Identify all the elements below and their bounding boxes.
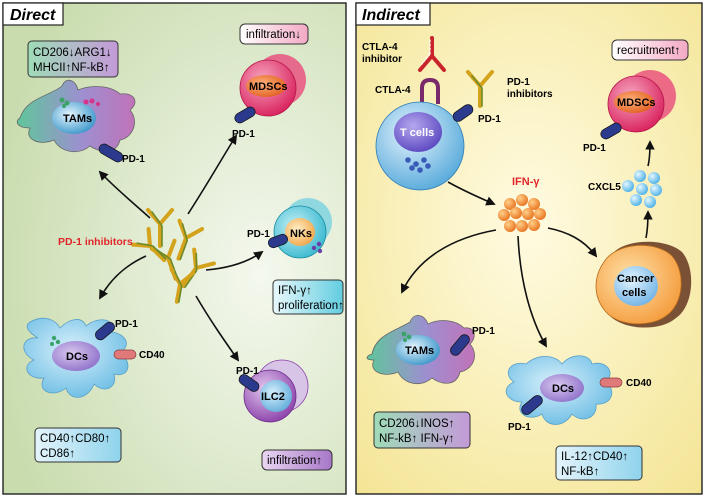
dcs-cd40-label-indirect: CD40 [626,378,652,389]
pd1-antibody-cluster [131,208,216,304]
tams-effect-line1-indirect: CD206↓INOS↑ [379,418,454,430]
dcs-pd1-label-indirect: PD-1 [508,422,531,433]
arrow-ifn-to-cancer [547,227,598,258]
arrow-to-nks [205,250,264,271]
dcs-pd1-label-direct: PD-1 [115,319,138,330]
recruitment-text: recruitment↑ [617,45,680,57]
pd1-inhibitors-label-line1: PD-1 [507,77,530,88]
nks-cell [273,198,332,259]
ctla4-label: CTLA-4 [375,85,411,96]
mdscs-infiltration-box [239,23,309,45]
nks-effect-line2: proliferation↑ [278,300,344,312]
tams-effect-line2-indirect: NF-kB↑ IFN-γ↑ [379,433,454,445]
dcs-pd1-receptor-direct [95,321,115,341]
tams-effect-line2: MHCII↑NF-kB↑ [33,62,110,74]
dcs-effect-box-indirect [555,445,643,481]
tams-pd1-receptor-indirect [450,334,470,356]
mdscs-pd1-label: PD-1 [232,129,255,140]
mdscs-cell [239,54,306,117]
arrow-tcell-to-ifn [447,181,496,206]
dcs-label-direct: DCs [66,351,88,363]
mdscs-label-indirect: MDSCs [617,97,656,109]
mdscs-pd1-receptor-indirect [600,122,622,140]
tams-pd1-label: PD-1 [122,154,145,165]
dcs-label-indirect: DCs [552,383,574,395]
ilc2-label: ILC2 [261,391,285,403]
recruitment-box [611,39,689,61]
dcs-pd1-receptor-indirect [521,395,543,415]
ifn-gamma-label: IFN-γ [512,176,540,188]
cancer-cells [595,241,692,328]
dcs-effect-box-direct [34,427,122,463]
tams-label: TAMs [63,113,92,125]
mdscs-pd1-label-indirect: PD-1 [583,143,606,154]
ilc2-cell [243,359,309,423]
arrow-cancer-to-cxcl5 [643,210,653,239]
ctla4-inhibitor-antibody [418,36,446,72]
arrow-to-dcs [99,255,147,300]
t-cell-pd1-label: PD-1 [478,114,501,125]
mdscs-infiltration-text: infiltration↓ [246,29,301,41]
dcs-effect-line1-direct: CD40↑CD80↑ [40,433,110,445]
tams-effect-box [27,40,119,78]
pd1-inhibitors-label-line2: inhibitors [507,89,553,100]
arrow-ifn-to-dcs [517,235,547,348]
nks-effect-box [272,279,344,315]
arrow-to-mdscs [187,134,238,215]
t-cell-pd1-receptor [452,104,474,122]
nks-label: NKs [290,228,312,240]
ctla4-inhibitor-label-line2: inhibitor [362,54,402,65]
arrow-ifn-to-tams [400,229,497,294]
arrow-to-tams [98,170,151,219]
indirect-title-tab [355,2,431,26]
tam-cell [16,79,136,153]
dcs-cd40-receptor-indirect [599,377,623,388]
dcs-cd40-receptor-direct [113,349,137,360]
tams-pd1-receptor [98,143,124,163]
mdscs-pd1-receptor [234,106,256,124]
nks-pd1-label: PD-1 [247,229,270,240]
direct-title: Direct [10,7,56,24]
nks-pd1-receptor [267,233,289,249]
pd1-inhibitor-antibody-indirect [466,70,494,108]
ctla4-inhibitor-label-line1: CTLA-4 [362,42,398,53]
direct-title-tab [2,2,64,26]
cancer-label-line1: Cancer [617,273,655,285]
cxcl5-label: CXCL5 [588,182,621,193]
t-cell [375,101,465,191]
cancer-label-line2: cells [622,287,646,299]
cxcl5-particles [622,170,662,208]
tams-pd1-label-indirect: PD-1 [472,326,495,337]
ifn-gamma-particles [498,194,546,232]
mdscs-cell-indirect [607,70,676,133]
tams-cell-indirect [366,315,475,385]
t-cells-label: T cells [400,127,434,139]
arrow-cxcl5-to-mdscs [645,140,655,167]
mdscs-label: MDSCs [249,81,288,93]
dcs-effect-line1-indirect: IL-12↑CD40↑ [561,451,628,463]
indirect-title: Indirect [362,7,420,24]
ilc2-pd1-receptor [238,374,260,392]
ilc2-infiltration-box [261,449,333,471]
tams-effect-line1: CD206↓ARG1↓ [33,47,112,59]
dcs-cd40-label-direct: CD40 [139,350,165,361]
arrow-to-ilc2 [195,295,240,362]
ctla4-receptor [420,77,440,104]
dcs-effect-line2-indirect: NF-kB↑ [561,466,599,478]
dcs-effect-line2-direct: CD86↑ [40,448,75,460]
pd1-inhibitors-label: PD-1 inhibitors [58,236,133,248]
tams-label-indirect: TAMs [405,345,434,357]
ilc2-infiltration-text: infiltration↑ [267,455,322,467]
tams-effect-box-indirect [373,411,471,449]
nks-effect-line1: IFN-γ↑ [278,285,312,297]
ilc2-pd1-label: PD-1 [236,366,259,377]
